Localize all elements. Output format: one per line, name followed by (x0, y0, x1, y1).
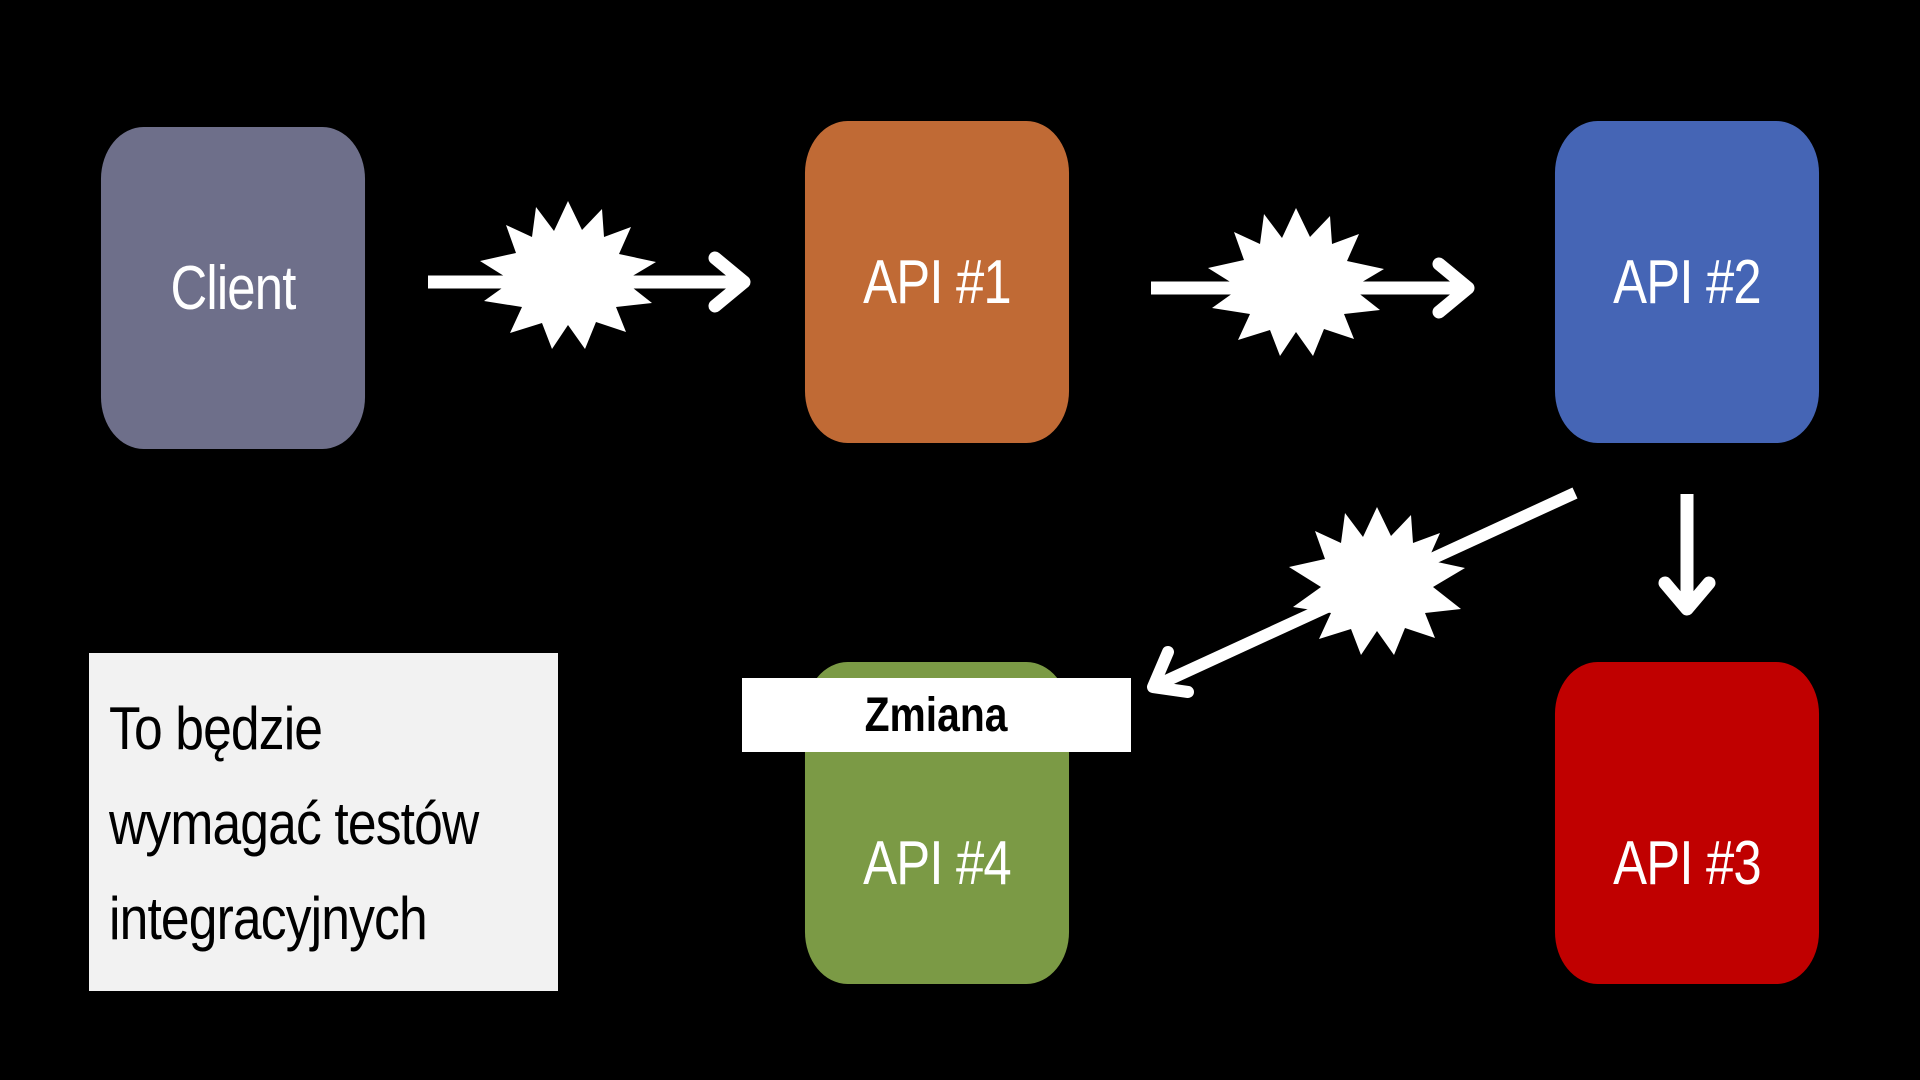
node-api3: API #3 (1554, 662, 1820, 984)
node-client: Client (100, 127, 366, 449)
node-api3-label: API #3 (1613, 828, 1762, 898)
node-api2: API #2 (1554, 121, 1820, 443)
node-client-label: Client (170, 253, 296, 323)
note-box: To będzie wymagać testów integracyjnych (89, 653, 558, 991)
collision-burst-icon (1289, 507, 1465, 655)
arrow-api2-to-api3 (1658, 494, 1716, 616)
collision-burst-icon (480, 201, 656, 349)
node-api1-label: API #1 (863, 247, 1012, 317)
note-line-2: wymagać testów (109, 790, 479, 857)
node-api4-label: API #4 (863, 828, 1012, 898)
collision-burst-icon (1208, 208, 1384, 356)
node-api2-label: API #2 (1613, 247, 1762, 317)
note-line-3: integracyjnych (109, 885, 428, 952)
note-line-1: To będzie (109, 695, 323, 762)
change-badge-text: Zmiana (865, 688, 1008, 742)
node-api1: API #1 (804, 121, 1070, 443)
change-badge: Zmiana (742, 678, 1131, 752)
